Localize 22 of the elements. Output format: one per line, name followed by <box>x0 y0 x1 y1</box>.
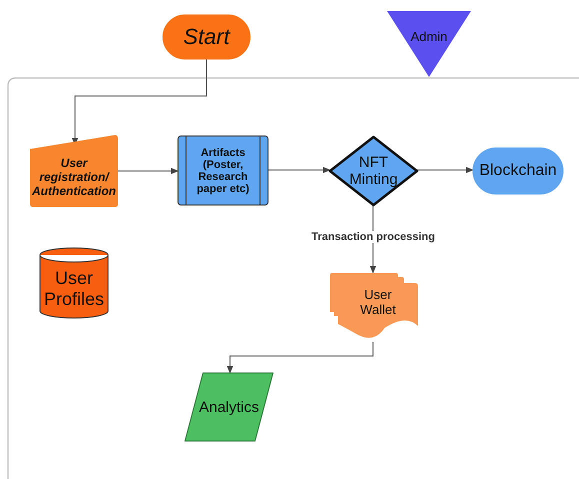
data-parallelogram <box>185 373 273 441</box>
node-label: User Profiles <box>42 268 106 310</box>
blockchain-terminal <box>473 148 563 194</box>
node-label: Artifacts (Poster, Research paper etc) <box>196 146 250 194</box>
node-label: Admin <box>410 28 448 44</box>
arrow <box>118 168 179 174</box>
manual-input-shape <box>30 135 118 207</box>
arrow <box>226 342 374 374</box>
node-label: User registration/ Authentication <box>30 156 117 198</box>
node-label: Start <box>183 24 230 50</box>
node-label: NFT Minting <box>348 154 399 188</box>
start-terminal <box>163 15 250 59</box>
database-cylinder <box>40 248 108 318</box>
edge-label: Transaction processing <box>310 231 437 243</box>
node-label: Analytics <box>198 398 260 416</box>
node-label: Blockchain <box>479 162 557 180</box>
arrow <box>268 166 331 174</box>
node-label: User Wallet <box>359 286 397 316</box>
decision-diamond <box>330 137 417 205</box>
predefined-process-box <box>178 136 268 205</box>
admin-triangle <box>387 11 471 77</box>
arrow <box>416 166 474 174</box>
